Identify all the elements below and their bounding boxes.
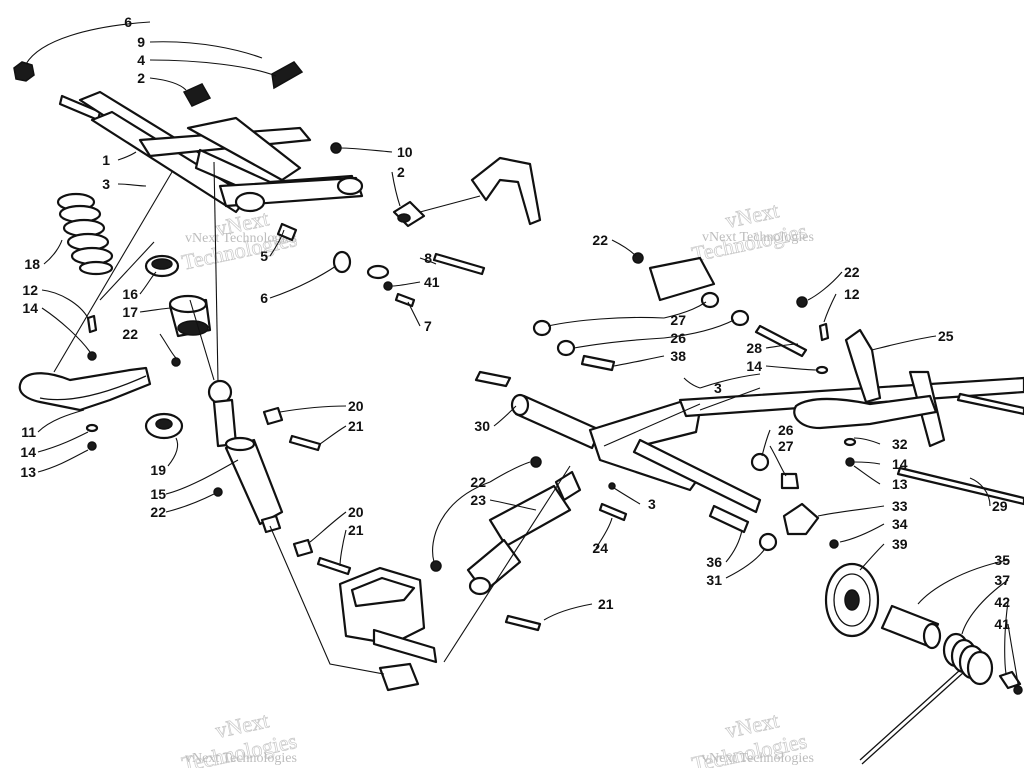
callout-3: 3	[648, 496, 656, 512]
callout-23: 23	[470, 492, 486, 508]
callout-14: 14	[20, 444, 36, 460]
wheel-mount	[782, 502, 820, 536]
callout-6: 6	[260, 290, 268, 306]
callout-32: 32	[892, 436, 908, 452]
callout-29: 29	[992, 498, 1008, 514]
callout-41: 41	[994, 616, 1010, 632]
bracket	[271, 61, 304, 90]
callout-21: 21	[598, 596, 614, 612]
bushing	[182, 83, 212, 107]
callout-27: 27	[778, 438, 794, 454]
callout-15: 15	[150, 486, 166, 502]
callout-2: 2	[137, 70, 145, 86]
callout-6: 6	[124, 14, 132, 30]
callout-8: 8	[424, 250, 432, 266]
leader-lines	[25, 21, 1019, 685]
mount-bracket	[470, 156, 542, 226]
rear-arm-assembly	[430, 252, 1024, 765]
callout-38: 38	[670, 348, 686, 364]
callout-31: 31	[706, 572, 722, 588]
callout-2: 2	[397, 164, 405, 180]
callout-5: 5	[260, 248, 268, 264]
watermark-caption: vNext Technologies	[185, 231, 297, 246]
callout-10: 10	[397, 144, 413, 160]
spring-shock-assembly	[18, 192, 352, 576]
callout-11: 11	[21, 424, 36, 440]
saddle-plate	[18, 366, 152, 412]
coil-spring	[56, 192, 114, 276]
callout-13: 13	[892, 476, 908, 492]
callout-16: 16	[122, 286, 138, 302]
callout-42: 42	[994, 594, 1010, 610]
callout-21: 21	[348, 418, 364, 434]
callout-14: 14	[22, 300, 38, 316]
lower-mount-bracket	[338, 566, 438, 692]
callout-33: 33	[892, 498, 908, 514]
callout-20: 20	[348, 398, 364, 414]
callout-30: 30	[474, 418, 490, 434]
callout-22: 22	[470, 474, 486, 490]
callout-12: 12	[844, 286, 860, 302]
callout-14: 14	[746, 358, 762, 374]
idler-wheel	[824, 562, 880, 638]
callout-14: 14	[892, 456, 908, 472]
callout-39: 39	[892, 536, 908, 552]
callout-19: 19	[150, 462, 166, 478]
callout-18: 18	[24, 256, 40, 272]
callout-22: 22	[592, 232, 608, 248]
callout-36: 36	[706, 554, 722, 570]
callout-34: 34	[892, 516, 908, 532]
callout-24: 24	[592, 540, 608, 556]
mount-plate	[648, 256, 716, 302]
callout-26: 26	[670, 330, 686, 346]
bracket-upright	[844, 328, 882, 404]
callout-4: 4	[137, 52, 145, 68]
torsion-spring	[859, 632, 994, 765]
callout-22: 22	[122, 326, 138, 342]
bushing	[392, 200, 426, 228]
watermark-caption: vNext Technologies	[185, 751, 297, 766]
callout-labels: 6 9 4 2 10 2 1 3 18 12 14 16 17 22 5 6 8…	[20, 14, 1010, 632]
front-arm-assembly	[13, 61, 542, 308]
callout-22: 22	[150, 504, 166, 520]
callout-12: 12	[22, 282, 38, 298]
end-cap	[13, 61, 35, 82]
callout-21: 21	[348, 522, 364, 538]
callout-7: 7	[424, 318, 432, 334]
callout-1: 1	[102, 152, 110, 168]
callout-27: 27	[670, 312, 686, 328]
callout-20: 20	[348, 504, 364, 520]
rear-shock-absorber	[466, 470, 582, 596]
callout-28: 28	[746, 340, 762, 356]
callout-3: 3	[714, 380, 722, 396]
callout-26: 26	[778, 422, 794, 438]
callout-35: 35	[994, 552, 1010, 568]
watermark-caption: vNext Technologies	[702, 230, 814, 245]
callout-3: 3	[102, 176, 110, 192]
callout-37: 37	[994, 572, 1010, 588]
callout-22: 22	[844, 264, 860, 280]
callout-41: 41	[424, 274, 440, 290]
callout-25: 25	[938, 328, 954, 344]
watermark-caption: vNext Technologies	[702, 751, 814, 766]
callout-17: 17	[122, 304, 138, 320]
saddle-plate	[793, 394, 938, 430]
bolt	[432, 252, 486, 276]
callout-13: 13	[20, 464, 36, 480]
shock-absorber	[207, 379, 284, 534]
callout-9: 9	[137, 34, 145, 50]
